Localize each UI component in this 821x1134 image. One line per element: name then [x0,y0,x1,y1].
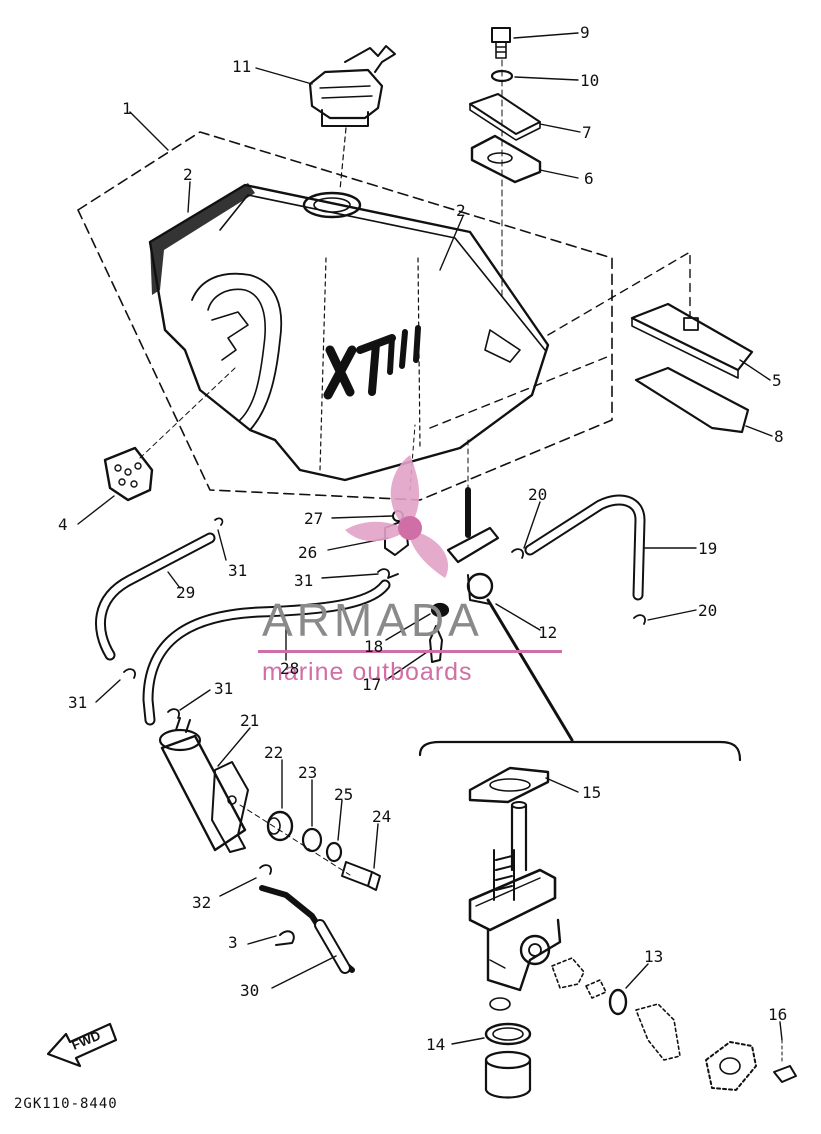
callout-19: 19 [698,539,717,558]
screw-16 [773,1039,797,1083]
callout-10: 10 [580,71,599,90]
fuel-tank [148,183,550,482]
collar-23 [301,827,323,853]
callout-9: 9 [580,23,590,42]
callout-15: 15 [582,783,601,802]
callout-31: 31 [294,571,313,590]
callout-26: 26 [298,543,317,562]
bracket-7 [469,93,541,141]
callout-27: 27 [304,509,323,528]
callout-32: 32 [192,893,211,912]
callout-16: 16 [768,1005,787,1024]
callout-7: 7 [582,123,592,142]
brand-watermark: ARMADA marine outboards [258,455,562,686]
callout-3: 3 [228,933,238,952]
propeller-logo-icon [345,455,449,578]
grommet-22 [266,810,294,842]
callout-20: 20 [528,485,547,504]
mount-outline [429,251,691,429]
callout-6: 6 [584,169,594,188]
washer-18 [430,602,450,618]
callout-2: 2 [183,165,193,184]
fuel-cap [308,45,396,191]
callout-28: 28 [280,659,299,678]
callout-29: 29 [176,583,195,602]
hose-28 [142,579,391,726]
detail-bracket [418,740,742,762]
callout-22: 22 [264,743,283,762]
filter-cup [484,1050,532,1099]
damper-4 [103,367,236,502]
hose-19 [524,494,646,601]
callout-14: 14 [426,1035,445,1054]
tank-assembly-outline [77,131,613,501]
damper-6 [470,134,542,184]
gasket-15 [468,766,550,804]
callout-4: 4 [58,515,68,534]
watermark-tagline: marine outboards [262,658,473,686]
callout-23: 23 [298,763,317,782]
bolt-24 [341,861,381,891]
fuel-cock-detail [468,801,562,992]
callout-20: 20 [698,601,717,620]
callout-18: 18 [364,637,383,656]
plate-16 [705,1041,757,1091]
fuel-cock-small [446,439,500,605]
clip-3 [275,930,295,946]
part-code: 2GK110-8440 [14,1096,118,1112]
forward-arrow-icon: FWD [46,1022,118,1068]
callout-31: 31 [214,679,233,698]
watermark-rule [258,650,562,653]
callout-31: 31 [68,693,87,712]
callout-24: 24 [372,807,391,826]
callout-12: 12 [538,623,557,642]
bolt-9 [491,27,511,59]
callout-30: 30 [240,981,259,1000]
hose-30 [259,885,355,974]
bracket-5 [630,302,754,379]
guide-line-canister [239,804,351,876]
callout-25: 25 [334,785,353,804]
detail-leader [486,598,574,742]
lever-parts [551,957,681,1061]
callout-11: 11 [232,57,251,76]
hose-clips [123,517,646,875]
callout-31: 31 [228,561,247,580]
callout-13: 13 [644,947,663,966]
callout-labels: 1 2 2 3 4 5 6 7 8 9 10 11 12 13 14 15 16… [58,23,787,1054]
washer-25 [325,841,343,863]
callout-5: 5 [772,371,782,390]
callout-8: 8 [774,427,784,446]
callout-1: 1 [122,99,132,118]
bracket-8 [634,366,750,434]
screw-17 [429,625,443,663]
tank-logo [323,325,421,400]
callout-17: 17 [362,675,381,694]
watermark-brand: ARMADA [262,594,483,646]
callout-leaders [77,32,783,1045]
hose-29 [95,532,216,661]
callout-21: 21 [240,711,259,730]
canister-21 [158,717,249,853]
o-ring-14 [484,997,532,1046]
callout-2: 2 [456,201,466,220]
